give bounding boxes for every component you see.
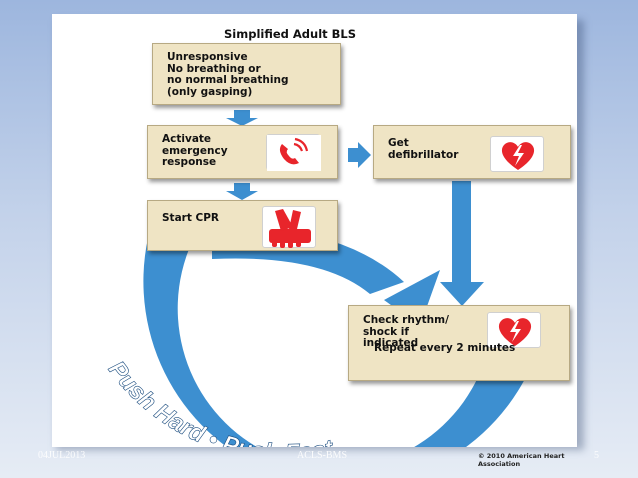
defib-icon-tile xyxy=(490,136,544,172)
cycle-ring xyxy=(143,238,527,447)
box-unresponsive: Unresponsive No breathing or no normal b… xyxy=(152,43,341,105)
defib-down-arrowhead xyxy=(440,282,484,306)
arrow-3-head xyxy=(358,142,371,168)
defibrillator-label: Get defibrillator xyxy=(388,137,459,161)
footer-date: 04JUL2013 xyxy=(38,450,86,461)
heart-shock-icon xyxy=(498,318,532,346)
arrow-1-head xyxy=(226,118,258,126)
phone-icon xyxy=(267,135,321,171)
diagram-graphics: Push Hard • Push Fast xyxy=(103,110,527,447)
box-check-rhythm: Check rhythm/ shock if indicated Repeat … xyxy=(348,305,570,381)
arrow-1-shaft xyxy=(234,110,250,118)
arrow-2-shaft xyxy=(234,183,250,191)
cpr-icon-tile xyxy=(262,206,316,248)
box-activate-response: Activate emergency response xyxy=(147,125,338,179)
unresponsive-label: Unresponsive No breathing or no normal b… xyxy=(167,51,289,98)
figure-title: Simplified Adult BLS xyxy=(224,27,357,41)
footer-center: ACLS-BMS xyxy=(297,450,348,461)
push-hard-push-fast-text: Push Hard • Push Fast xyxy=(103,356,337,447)
box-start-cpr: Start CPR xyxy=(147,200,338,251)
cpr-to-rhythm-arrowhead xyxy=(384,270,440,326)
copyright: © 2010 American Heart Association xyxy=(478,452,565,468)
cpr-label: Start CPR xyxy=(162,212,220,224)
rhythm-icon-tile xyxy=(487,312,541,348)
arrow-2-head xyxy=(226,191,258,200)
repeat-label: Repeat every 2 minutes xyxy=(374,342,516,354)
footer-page-number: 5 xyxy=(594,450,599,461)
heart-shock-icon xyxy=(501,142,535,170)
rhythm-label: Check rhythm/ shock if indicated xyxy=(363,314,449,349)
cpr-hands-icon xyxy=(269,209,311,248)
arrow-3-shaft xyxy=(348,148,358,162)
activate-label: Activate emergency response xyxy=(162,133,228,168)
box-get-defibrillator: Get defibrillator xyxy=(373,125,571,179)
bls-figure: Simplified Adult BLS Push Hard xyxy=(52,14,577,468)
defib-down-shaft xyxy=(452,181,471,283)
phone-icon-tile xyxy=(266,134,321,171)
